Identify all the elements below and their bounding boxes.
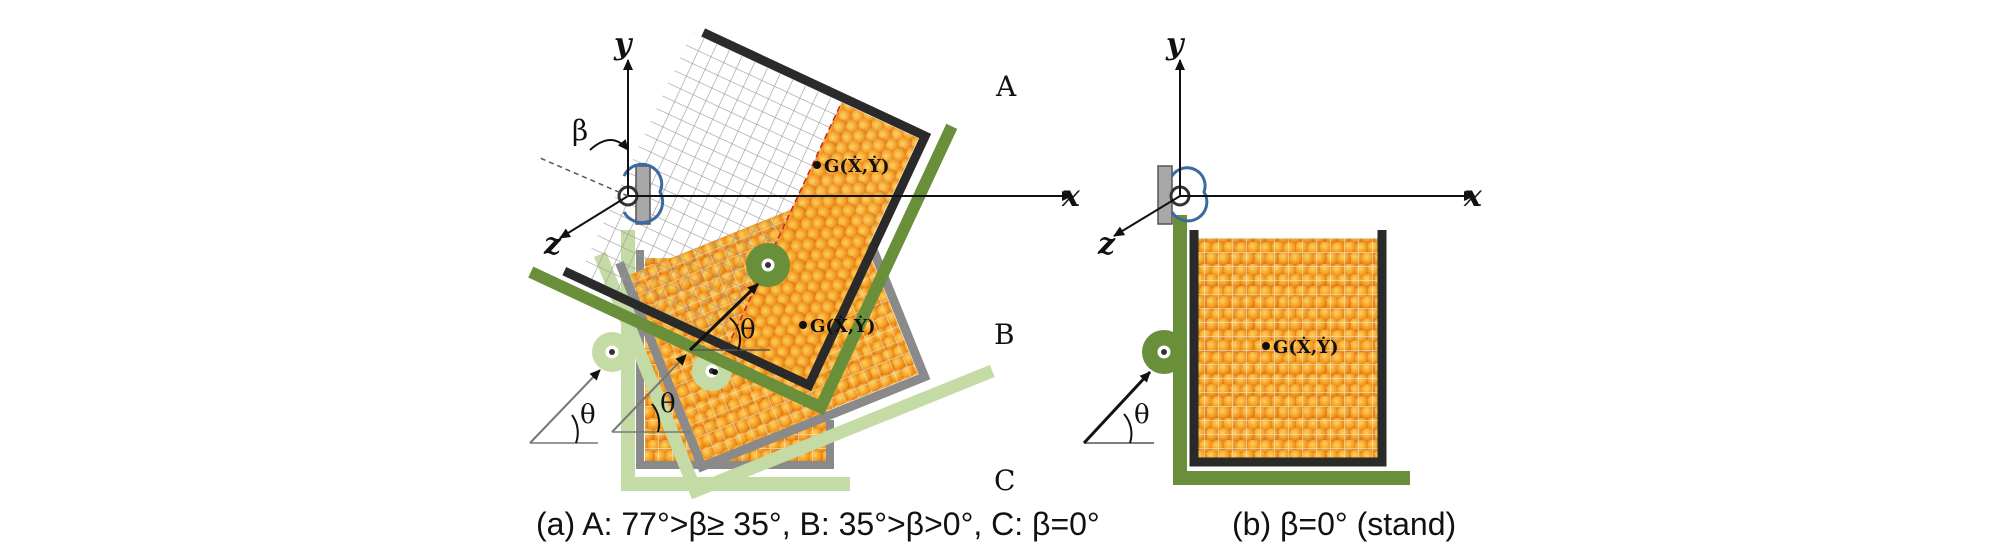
theta-label-b: θ — [1134, 400, 1150, 430]
label-c: C — [994, 464, 1015, 497]
z-axis-label: z — [543, 227, 562, 262]
y-axis-label: y — [613, 27, 634, 62]
cg-label-a: G(Ẋ,Ẏ) — [824, 154, 890, 177]
stand-frame — [1173, 215, 1410, 485]
force-arrow-2: θ — [611, 354, 690, 433]
cg-label-b: G(Ẋ,Ẏ) — [810, 314, 876, 337]
z-axis-b — [1113, 195, 1181, 237]
z-axis — [559, 195, 629, 239]
panel-a: y x z β A B C G(Ẋ,Ẏ) G(Ẋ,Ẏ) θ θ — [528, 27, 1081, 500]
panel-b: y x z G(Ẋ,Ẏ) θ — [1082, 27, 1483, 485]
cg-dot-b-panel — [1262, 342, 1270, 350]
caption-part-b: (b) β=0° (stand) — [1232, 506, 1456, 542]
cg-dot-c — [712, 369, 718, 375]
basket-frame — [1189, 230, 1387, 467]
beta-reference-line — [539, 157, 629, 197]
cg-dot-b — [799, 321, 807, 329]
theta-label-3: θ — [740, 315, 756, 345]
label-b: B — [994, 318, 1015, 351]
z-axis-label-b: z — [1097, 227, 1116, 262]
cg-label-b-panel: G(Ẋ,Ẏ) — [1273, 335, 1339, 358]
theta-label-2: θ — [660, 389, 676, 419]
hinge-bracket — [622, 162, 665, 225]
x-axis-label-b: x — [1463, 179, 1483, 214]
theta-label-1: θ — [580, 400, 596, 430]
force-arrow-3: θ — [688, 282, 770, 352]
beta-arc — [589, 139, 629, 151]
force-arrow-1: θ — [529, 369, 601, 444]
label-a: A — [995, 70, 1017, 103]
cg-dot-a — [813, 161, 821, 169]
caption-part-a: (a) A: 77°>β≥ 35°, B: 35°>β>0°, C: β=0° — [536, 506, 1100, 542]
y-axis-label-b: y — [1165, 27, 1186, 62]
x-axis-label: x — [1061, 179, 1081, 214]
force-arrow-b: θ — [1082, 370, 1154, 445]
position-a — [528, 28, 958, 416]
beta-label: β — [572, 114, 588, 147]
